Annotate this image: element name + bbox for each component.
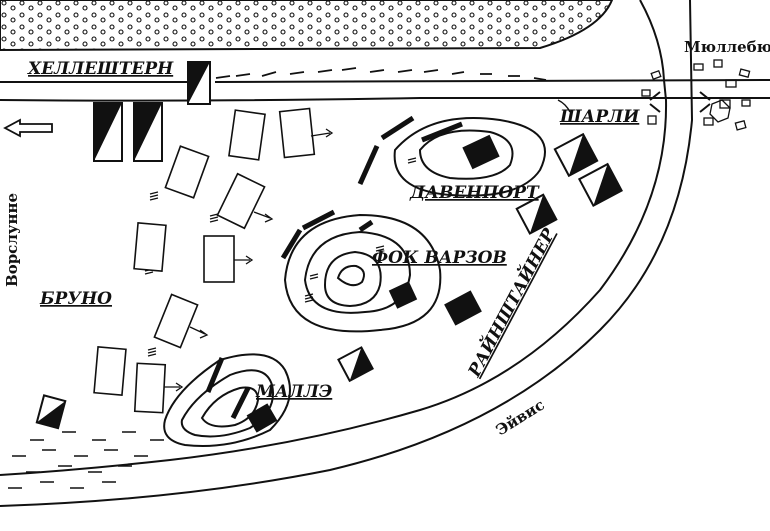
unit-hellshtern xyxy=(187,61,211,105)
unit-sharli-2 xyxy=(577,162,623,207)
label-myullebyu: Мюллебю xyxy=(684,38,770,56)
entrenchments xyxy=(205,115,463,420)
bridge xyxy=(649,91,711,113)
village-buildings xyxy=(641,59,751,131)
left-arrow-icon xyxy=(3,118,53,138)
road-top xyxy=(0,79,770,83)
units-enemy-black xyxy=(246,134,500,433)
unit-rainshtainer xyxy=(515,193,558,235)
marsh-dashes-pattern xyxy=(8,431,164,489)
label-bruno: БРУНО xyxy=(39,289,112,309)
river-top xyxy=(0,97,770,102)
sharli-arrow xyxy=(557,99,571,113)
label-fok-varzov: ФОК ВАРЗОВ xyxy=(372,248,507,268)
hill-malle xyxy=(163,353,291,447)
label-malle: МАЛЛЭ xyxy=(255,382,332,402)
hill-fok-varzov xyxy=(283,213,442,333)
label-sharli: ШАРЛИ xyxy=(559,107,640,127)
march-route xyxy=(215,67,547,81)
label-eyvis: Эйвис xyxy=(493,396,548,440)
unit-west-2 xyxy=(133,102,163,162)
unit-center xyxy=(337,346,374,383)
advance-arrows xyxy=(164,128,334,392)
forest-area xyxy=(0,0,614,52)
unit-sharli-1 xyxy=(553,132,599,178)
label-davenport: ДАВЕНПОРТ xyxy=(409,183,540,203)
units-bruno xyxy=(93,107,316,414)
hill-davenport xyxy=(393,117,546,197)
river-eyvis xyxy=(0,0,694,507)
unit-southwest xyxy=(35,394,67,430)
river-bank-left xyxy=(0,0,668,476)
unit-west-1 xyxy=(93,102,123,162)
label-vorslunne: Ворслунне xyxy=(3,193,21,287)
label-hellshtern: ХЕЛЛЕШТЕРН xyxy=(27,59,174,79)
